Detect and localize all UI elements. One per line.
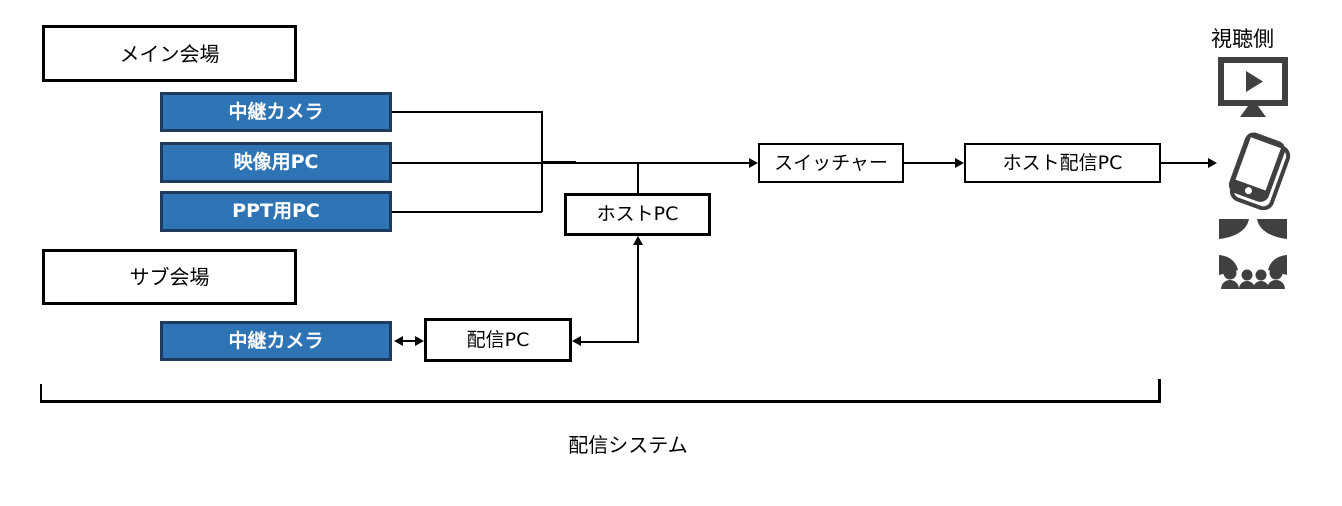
node-switcher: スイッチャー: [758, 143, 904, 183]
node-relay-camera-main: 中継カメラ: [160, 92, 392, 132]
node-host-pc: ホストPC: [564, 193, 711, 236]
connector-hostdelivery-viewer: [1161, 162, 1209, 164]
node-ppt-pc: PPT用PC: [160, 191, 392, 232]
node-sub-venue: サブ会場: [42, 249, 297, 305]
arrowhead-into-viewer: [1208, 158, 1217, 168]
connector-trunk-bold-segment: [541, 161, 576, 164]
arrowhead-into-hostdelivery: [955, 158, 964, 168]
viewer-side-label: 視聴側: [1211, 27, 1274, 51]
monitor-play-icon: [1218, 57, 1288, 125]
system-label: 配信システム: [568, 433, 688, 457]
connector-camera-to-junction: [392, 111, 542, 113]
arrowhead-into-deliverypc-left: [415, 336, 424, 346]
node-main-venue: メイン会場: [42, 25, 297, 82]
arrowhead-into-deliverypc: [572, 336, 581, 346]
arrowhead-into-switcher: [749, 158, 758, 168]
node-host-delivery-pc: ホスト配信PC: [964, 143, 1161, 183]
bracket-right-tick: [1158, 379, 1161, 403]
node-delivery-pc: 配信PC: [424, 318, 572, 362]
node-video-pc: 映像用PC: [160, 142, 392, 183]
connector-switcher-hostdelivery: [904, 162, 956, 164]
audience-icon: [1217, 217, 1289, 289]
connector-hostpc-deliverypc-vertical: [637, 244, 639, 342]
arrowhead-into-hostpc: [633, 236, 643, 245]
connector-hostpc-deliverypc-horizontal: [580, 341, 639, 343]
connector-ppt-to-junction: [392, 211, 542, 213]
bracket-horizontal-line: [40, 400, 1160, 403]
bracket-left-tick: [40, 384, 42, 403]
smartphone-icon: [1216, 130, 1296, 210]
connector-trunk-to-hostpc: [637, 163, 639, 193]
node-relay-camera-sub: 中継カメラ: [160, 321, 392, 361]
connector-subcamera-deliverypc: [402, 340, 416, 342]
arrowhead-into-sub-camera: [394, 336, 403, 346]
